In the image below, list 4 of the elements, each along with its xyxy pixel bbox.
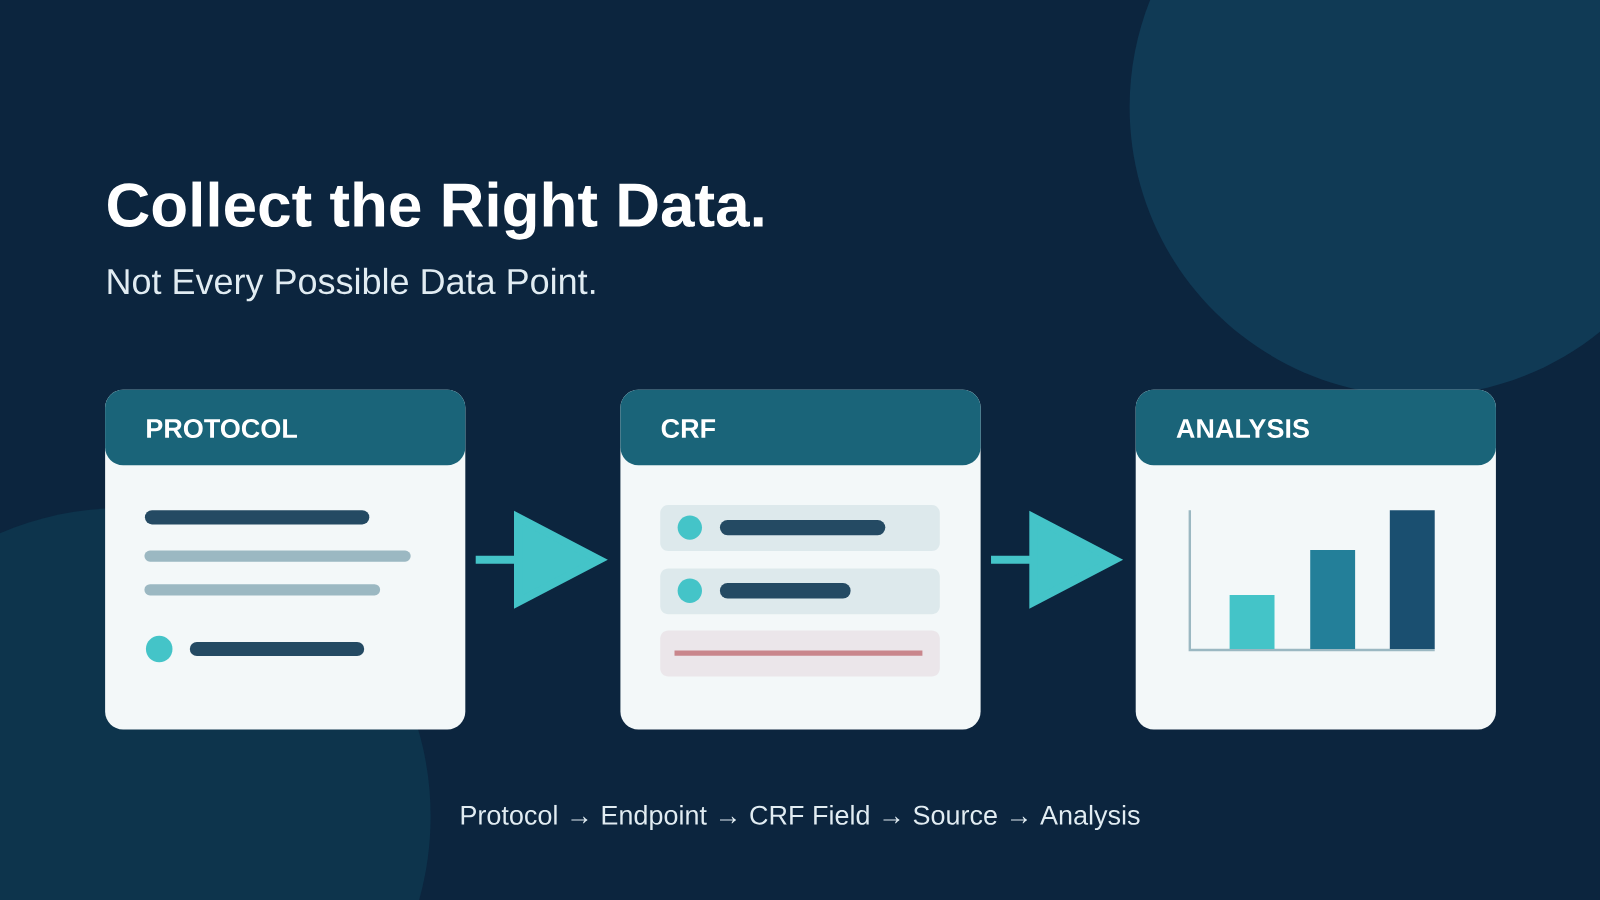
flow-caption: Protocol → Endpoint → CRF Field → Source → Analysis [461, 804, 1140, 831]
title: Collect the Right Data. [108, 181, 763, 240]
subtitle: Not Every Possible Data Point. [108, 267, 595, 302]
card: PROTOCOL [105, 389, 466, 730]
